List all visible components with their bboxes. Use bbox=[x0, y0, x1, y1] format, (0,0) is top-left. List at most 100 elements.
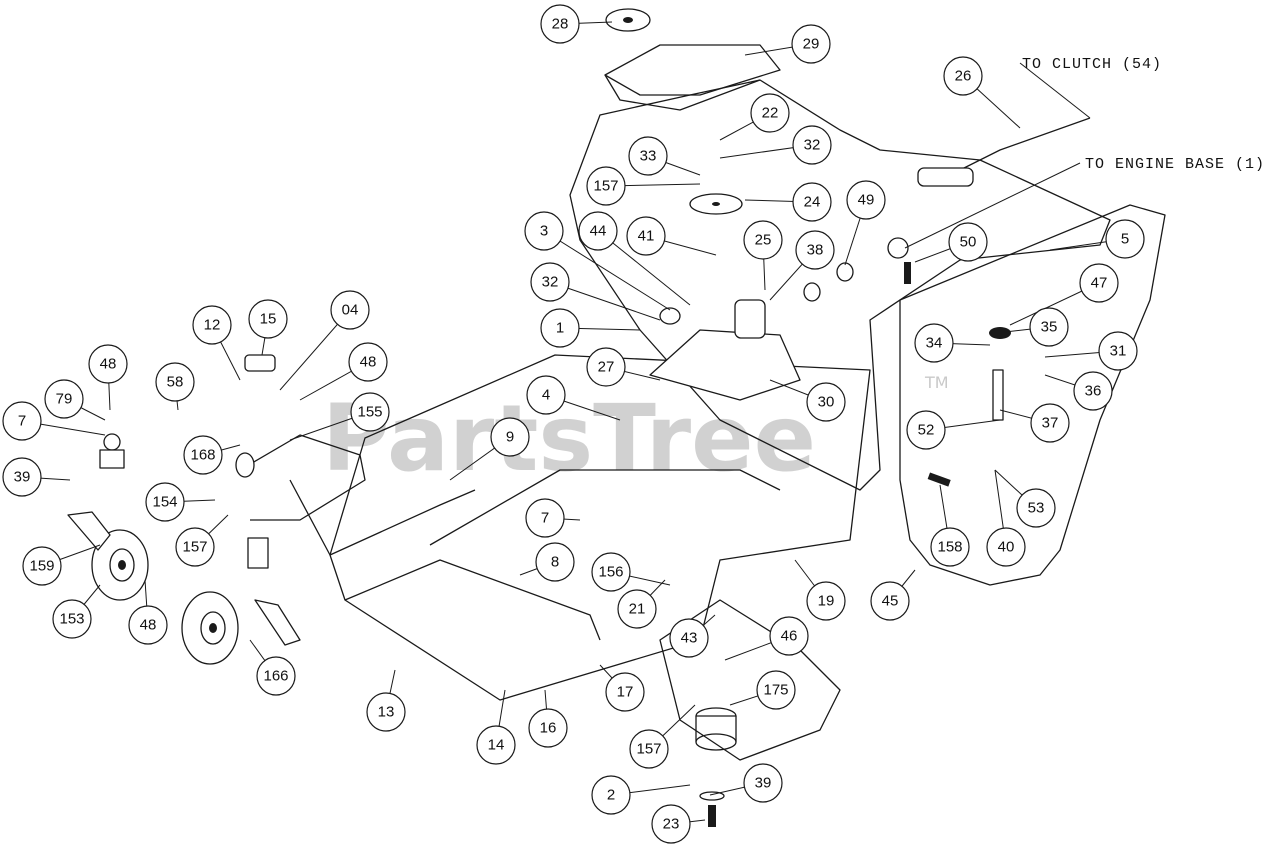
callout-circle bbox=[578, 211, 618, 251]
callout-circle bbox=[791, 24, 831, 64]
callout-26: 26 bbox=[943, 56, 1021, 129]
callout-circle bbox=[175, 527, 215, 567]
callout-number: 5 bbox=[1121, 231, 1129, 248]
handle-bracket-15 bbox=[244, 354, 276, 372]
callout-circle bbox=[1029, 307, 1069, 347]
callout-circle bbox=[669, 618, 709, 658]
spring-158 bbox=[927, 472, 951, 487]
callout-35: 35 bbox=[1004, 307, 1069, 347]
watermark: PartsTree TM bbox=[322, 373, 949, 492]
callout-number: 157 bbox=[636, 741, 661, 758]
callout-circle bbox=[792, 182, 832, 222]
callout-number: 39 bbox=[755, 775, 772, 792]
callout-48c: 48 bbox=[128, 579, 168, 645]
callout-circle bbox=[792, 125, 832, 165]
callout-7b: 7 bbox=[525, 498, 581, 538]
callout-24: 24 bbox=[744, 182, 832, 222]
caster-arm bbox=[239, 434, 366, 521]
callout-number: 4 bbox=[542, 387, 550, 404]
bolt-23 bbox=[708, 805, 716, 827]
callout-circle bbox=[248, 299, 288, 339]
callout-circle bbox=[44, 379, 84, 419]
callout-circle bbox=[1098, 331, 1138, 371]
callout-30: 30 bbox=[769, 379, 846, 422]
callout-number: 26 bbox=[955, 68, 972, 85]
callout-number: 13 bbox=[378, 704, 395, 721]
bushing-50 bbox=[887, 237, 909, 259]
callout-number: 16 bbox=[540, 720, 557, 737]
right-side-panel bbox=[899, 204, 1166, 586]
callout-31: 31 bbox=[1044, 331, 1138, 371]
callout-32a: 32 bbox=[719, 125, 832, 165]
callout-circle bbox=[1073, 371, 1113, 411]
reference-to-clutch: TO CLUTCH (54) bbox=[1022, 56, 1162, 73]
callout-number: 52 bbox=[918, 422, 935, 439]
shroud-lower bbox=[604, 74, 761, 111]
callout-circle bbox=[591, 775, 631, 815]
deck-front-edge bbox=[344, 559, 601, 641]
callout-number: 37 bbox=[1042, 415, 1059, 432]
callout-number: 9 bbox=[506, 429, 514, 446]
callout-circle bbox=[526, 375, 566, 415]
pulley-28-hub bbox=[623, 17, 633, 23]
callout-circle bbox=[806, 382, 846, 422]
callout-53: 53 bbox=[994, 469, 1056, 528]
idler-arm-body bbox=[917, 167, 974, 187]
callout-number: 22 bbox=[762, 105, 779, 122]
callout-159: 159 bbox=[22, 544, 101, 586]
callout-number: 17 bbox=[617, 684, 634, 701]
callout-number: 53 bbox=[1028, 500, 1045, 517]
callout-39a: 39 bbox=[2, 457, 71, 497]
callout-25: 25 bbox=[743, 220, 783, 291]
callout-41: 41 bbox=[626, 216, 717, 256]
callout-28: 28 bbox=[540, 4, 613, 44]
callout-number: 31 bbox=[1110, 343, 1127, 360]
callout-166: 166 bbox=[249, 639, 296, 696]
callout-circle bbox=[651, 804, 691, 844]
watermark-brand: PartsTree bbox=[322, 385, 816, 492]
callout-circle bbox=[540, 4, 580, 44]
callout-circle bbox=[52, 599, 92, 639]
callout-12: 12 bbox=[192, 305, 241, 381]
reference-to-engine-base: TO ENGINE BASE (1) bbox=[1085, 156, 1265, 173]
callout-number: 30 bbox=[818, 394, 835, 411]
callout-33: 33 bbox=[628, 136, 701, 176]
callout-number: 12 bbox=[204, 317, 221, 334]
reference-clutch-leader bbox=[1019, 62, 1091, 119]
callout-number: 157 bbox=[182, 539, 207, 556]
upper-shroud bbox=[604, 44, 781, 96]
callout-circle bbox=[145, 482, 185, 522]
callout-79: 79 bbox=[44, 379, 106, 421]
mount-tube bbox=[734, 299, 766, 339]
callout-circle bbox=[629, 729, 669, 769]
callout-39b: 39 bbox=[709, 763, 783, 803]
spindle-housing-bottom bbox=[695, 733, 737, 751]
callout-number: 36 bbox=[1085, 383, 1102, 400]
caster-pivot bbox=[247, 537, 269, 569]
callout-34: 34 bbox=[914, 323, 991, 363]
callout-circle bbox=[943, 56, 983, 96]
callout-50: 50 bbox=[914, 222, 988, 263]
callout-circle bbox=[1016, 488, 1056, 528]
callout-number: 8 bbox=[551, 554, 559, 571]
callout-16: 16 bbox=[528, 689, 568, 748]
washer-39 bbox=[699, 791, 725, 801]
callout-29: 29 bbox=[744, 24, 831, 64]
callout-number: 47 bbox=[1091, 275, 1108, 292]
callout-circle bbox=[155, 362, 195, 402]
callout-number: 04 bbox=[342, 302, 359, 319]
caster-fork bbox=[254, 599, 301, 646]
callout-number: 7 bbox=[541, 510, 549, 527]
callout-number: 156 bbox=[598, 564, 623, 581]
callout-number: 41 bbox=[638, 228, 655, 245]
callout-number: 29 bbox=[803, 36, 820, 53]
callout-48a: 48 bbox=[299, 342, 388, 401]
callout-circle bbox=[930, 527, 970, 567]
callout-number: 40 bbox=[998, 539, 1015, 556]
callout-number: 14 bbox=[488, 737, 505, 754]
fork-mount bbox=[99, 449, 125, 469]
pulley-35 bbox=[989, 327, 1011, 339]
callout-number: 35 bbox=[1041, 319, 1058, 336]
callout-circle bbox=[2, 401, 42, 441]
